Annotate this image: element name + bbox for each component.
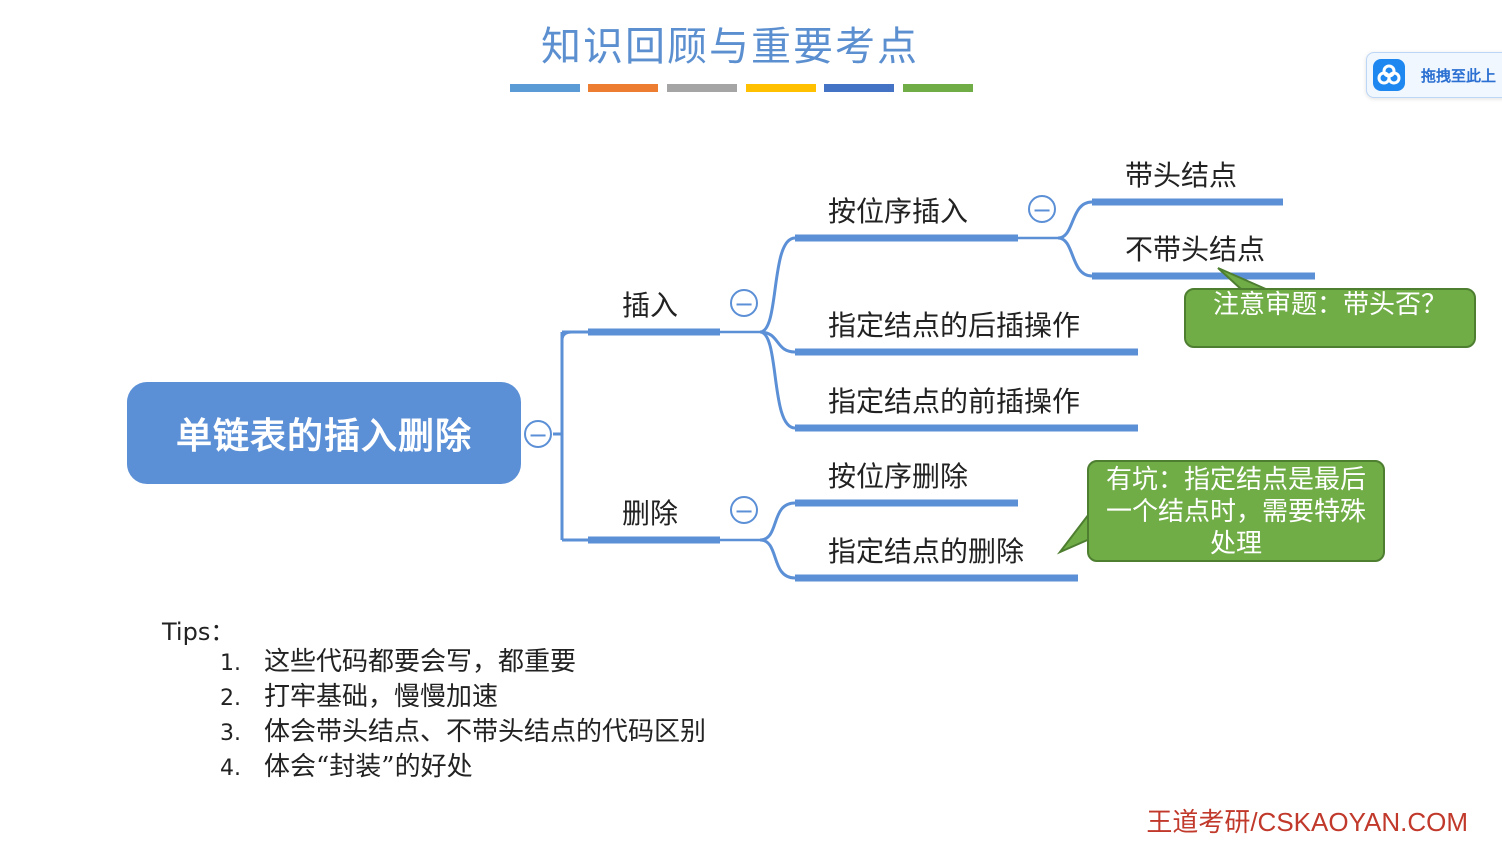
node-delete[interactable]: 删除: [622, 497, 679, 530]
collapse-toggle-delete[interactable]: −: [730, 496, 758, 524]
node-insert[interactable]: 插入: [622, 289, 679, 322]
collapse-toggle-insert[interactable]: −: [730, 289, 758, 317]
list-item-number: 3.: [220, 721, 241, 746]
brand-footer: 王道考研/CSKAOYAN.COM: [1146, 807, 1468, 837]
node-insert-before-node[interactable]: 指定结点的前插操作: [828, 385, 1081, 418]
color-bar: [746, 84, 816, 92]
list-item-number: 1.: [220, 651, 241, 676]
minus-icon: −: [1031, 196, 1053, 224]
node-delete-given-node[interactable]: 指定结点的删除: [828, 535, 1025, 568]
color-bar: [510, 84, 580, 92]
collapse-toggle-insert-by-position[interactable]: −: [1028, 195, 1056, 223]
callout-delete-note-text: 有坑：指定结点是最后一个结点时，需要特殊处理: [1105, 465, 1366, 559]
connector-insert-children: [759, 236, 796, 430]
node-delete-by-position[interactable]: 按位序删除: [828, 460, 969, 493]
minus-icon: −: [733, 290, 755, 318]
node-without-head[interactable]: 不带头结点: [1125, 233, 1266, 266]
drag-upload-label: 拖拽至此上: [1421, 67, 1497, 85]
tips-list: 1. 这些代码都要会写，都重要 2. 打牢基础，慢慢加速 3. 体会带头结点、不带头结…: [220, 645, 706, 785]
connector-delete-children: [759, 501, 796, 580]
list-item: 1. 这些代码都要会写，都重要: [220, 645, 706, 680]
callout-head-note: 注意审题：带头否？: [1184, 288, 1476, 348]
mindmap-root-node[interactable]: 单链表的插入删除: [127, 382, 521, 484]
callout-delete-note: 有坑：指定结点是最后一个结点时，需要特殊处理: [1087, 460, 1385, 562]
list-item-number: 4.: [220, 756, 241, 781]
drag-upload-button[interactable]: 拖拽至此上: [1366, 52, 1502, 98]
color-bar: [667, 84, 737, 92]
list-item-text: 体会“封装”的好处: [264, 752, 473, 782]
connector-root-branches: [553, 330, 588, 542]
list-item-text: 体会带头结点、不带头结点的代码区别: [264, 717, 707, 747]
list-item-number: 2.: [220, 686, 241, 711]
callout-head-note-text: 注意审题：带头否？: [1212, 290, 1447, 320]
cloud-icon: [1373, 59, 1405, 91]
connector-position-children: [1057, 200, 1093, 278]
minus-icon: −: [527, 421, 549, 449]
list-item: 2. 打牢基础，慢慢加速: [220, 680, 706, 715]
collapse-toggle-root[interactable]: −: [524, 420, 552, 448]
color-bar: [588, 84, 658, 92]
minus-icon: −: [733, 497, 755, 525]
color-bar: [903, 84, 973, 92]
tips-title: Tips：: [162, 618, 235, 646]
color-bar: [824, 84, 894, 92]
list-item: 4. 体会“封装”的好处: [220, 750, 706, 785]
node-insert-after-node[interactable]: 指定结点的后插操作: [828, 309, 1081, 342]
list-item: 3. 体会带头结点、不带头结点的代码区别: [220, 715, 706, 750]
slide-title: 知识回顾与重要考点: [541, 24, 919, 70]
list-item-text: 打牢基础，慢慢加速: [264, 682, 499, 712]
list-item-text: 这些代码都要会写，都重要: [264, 647, 577, 677]
node-with-head[interactable]: 带头结点: [1125, 159, 1238, 192]
node-insert-by-position[interactable]: 按位序插入: [828, 195, 969, 228]
